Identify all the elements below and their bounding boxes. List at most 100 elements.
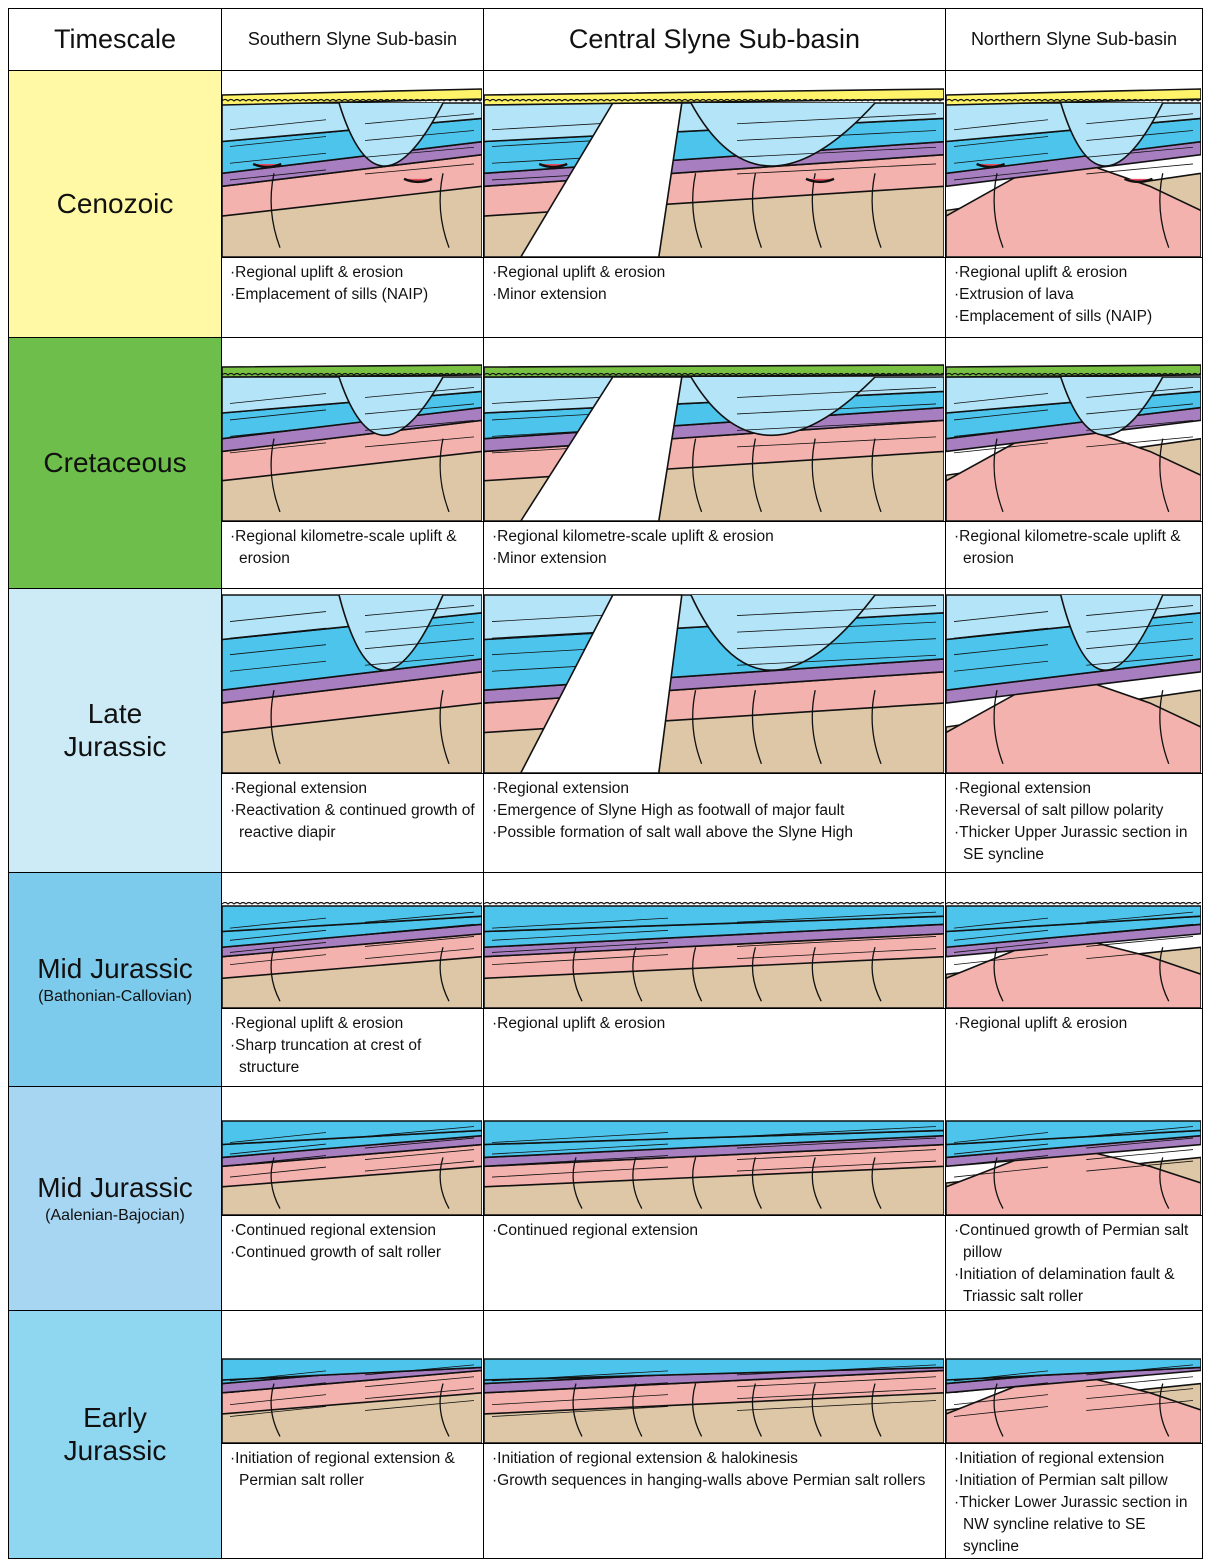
bedding-line [229, 660, 327, 672]
bedding-line [229, 169, 327, 181]
cross-section-diagram [222, 1087, 483, 1215]
bedding-line [1086, 1376, 1194, 1388]
header-southern-label: Southern Slyne Sub-basin [247, 29, 458, 49]
normal-fault [270, 173, 281, 248]
bedding-line [1086, 403, 1194, 415]
period-subtitle: (Bathonian-Callovian) [38, 988, 192, 1005]
timescale-cell-cretaceous: Cretaceous [8, 337, 222, 589]
bedding-line [364, 605, 475, 616]
bedding-line [953, 119, 1049, 131]
note-item: Regional uplift & erosion [492, 1013, 939, 1035]
bedding-line [736, 387, 937, 398]
bedding-line [364, 1137, 475, 1149]
cross-section-svg [484, 901, 944, 1008]
normal-fault [871, 690, 882, 765]
hanging-wall-basin [690, 594, 876, 671]
bedding-line [736, 936, 937, 947]
bedding-line [1086, 1126, 1194, 1137]
normal-fault [632, 947, 643, 1002]
note-item: Thicker Upper Jurassic section in SE syn… [954, 822, 1196, 866]
central-cell-cenozoic: Regional uplift & erosionMinor extension [483, 70, 946, 338]
bedding-line [229, 393, 327, 404]
normal-fault [270, 1157, 281, 1209]
bedding-line [953, 1394, 1049, 1406]
central-cell-early-jurassic: Initiation of regional extension & halok… [483, 1310, 946, 1559]
bedding-line [953, 644, 1049, 656]
normal-fault [1159, 438, 1170, 513]
bedding-line [736, 1400, 937, 1411]
central-cell-mid-jurassic-aalenian: Continued regional extension [483, 1086, 946, 1311]
period-title: Cenozoic [56, 187, 174, 219]
bedding-line [736, 911, 937, 923]
period-title: Late Jurassic [63, 698, 167, 762]
bedding-line [491, 942, 669, 953]
bedding-line [1086, 654, 1194, 666]
bedding-line [1086, 163, 1194, 175]
normal-fault [1159, 173, 1170, 248]
note-item: Continued regional extension [230, 1220, 477, 1242]
note-item: Initiation of Permian salt pillow [954, 1470, 1196, 1492]
northern-cell-late-jurassic: Regional extensionReversal of salt pillo… [945, 588, 1203, 873]
bedding-line [364, 638, 475, 650]
cross-section-svg [946, 1120, 1201, 1215]
note-item: Minor extension [492, 548, 939, 570]
interpretation-notes: Regional kilometre-scale uplift & erosio… [946, 521, 1202, 588]
period-title: Mid Jurassic [37, 1171, 193, 1203]
interpretation-notes: Regional uplift & erosion [946, 1008, 1202, 1086]
bedding-line [953, 942, 1049, 953]
cross-section-diagram [946, 589, 1202, 773]
note-item: Growth sequences in hanging-walls above … [492, 1470, 939, 1492]
northern-cell-cenozoic: Regional uplift & erosionExtrusion of la… [945, 70, 1203, 338]
cenozoic-cover [222, 88, 482, 106]
normal-fault [572, 947, 583, 1002]
note-item: Emplacement of sills (NAIP) [230, 284, 477, 306]
bedding-line [491, 1394, 669, 1406]
southern-cell-late-jurassic: Regional extensionReactivation & continu… [221, 588, 484, 873]
normal-fault [871, 1383, 882, 1437]
bedding-line [1086, 113, 1194, 125]
bedding-line [491, 954, 669, 965]
bedding-line [953, 929, 1049, 941]
hanging-wall-basin [1059, 594, 1164, 671]
cross-section-diagram [484, 71, 945, 257]
normal-fault [1159, 1383, 1170, 1437]
header-southern: Southern Slyne Sub-basin [221, 8, 484, 71]
bedding-line [736, 1364, 937, 1376]
note-item: Minor extension [492, 284, 939, 306]
bedding-line [364, 1160, 475, 1172]
slyne-high-footwall [519, 594, 683, 773]
southern-cell-cretaceous: Regional kilometre-scale uplift & erosio… [221, 337, 484, 589]
hanging-wall-basin [690, 376, 876, 436]
timescale-cell-mid-jurassic-aalenian: Mid Jurassic(Aalenian-Bajocian) [8, 1086, 222, 1311]
normal-fault [439, 1383, 450, 1437]
bedding-line [1086, 420, 1194, 431]
cross-section-diagram [222, 589, 483, 773]
cross-section-svg [222, 88, 482, 257]
normal-fault [439, 690, 450, 765]
cenozoic-cover [484, 88, 944, 106]
bedding-line [229, 954, 327, 965]
interpretation-notes: Regional kilometre-scale uplift & erosio… [484, 521, 945, 588]
normal-fault [270, 1383, 281, 1437]
bedding-line [229, 152, 327, 164]
cross-section-svg [222, 364, 482, 521]
bedding-line [1086, 948, 1194, 959]
bedding-line [736, 1149, 937, 1160]
bedding-line [953, 1143, 1049, 1155]
jurassic-fill [484, 905, 944, 933]
note-item: Regional kilometre-scale uplift & erosio… [954, 526, 1196, 570]
bedding-line [229, 644, 327, 656]
bedding-line [364, 1149, 475, 1160]
bedding-line [229, 1406, 327, 1417]
cross-section-svg [946, 1358, 1201, 1443]
bedding-line [953, 136, 1049, 147]
normal-fault [993, 947, 1004, 1002]
normal-fault [993, 438, 1004, 513]
cross-section-diagram [946, 1311, 1202, 1443]
note-item: Reactivation & continued growth of react… [230, 800, 477, 844]
bedding-line [229, 1166, 327, 1178]
normal-fault [751, 1383, 762, 1437]
bedding-line [1086, 436, 1194, 448]
note-item: Extrusion of lava [954, 284, 1196, 306]
note-item: Continued regional extension [492, 1220, 939, 1242]
